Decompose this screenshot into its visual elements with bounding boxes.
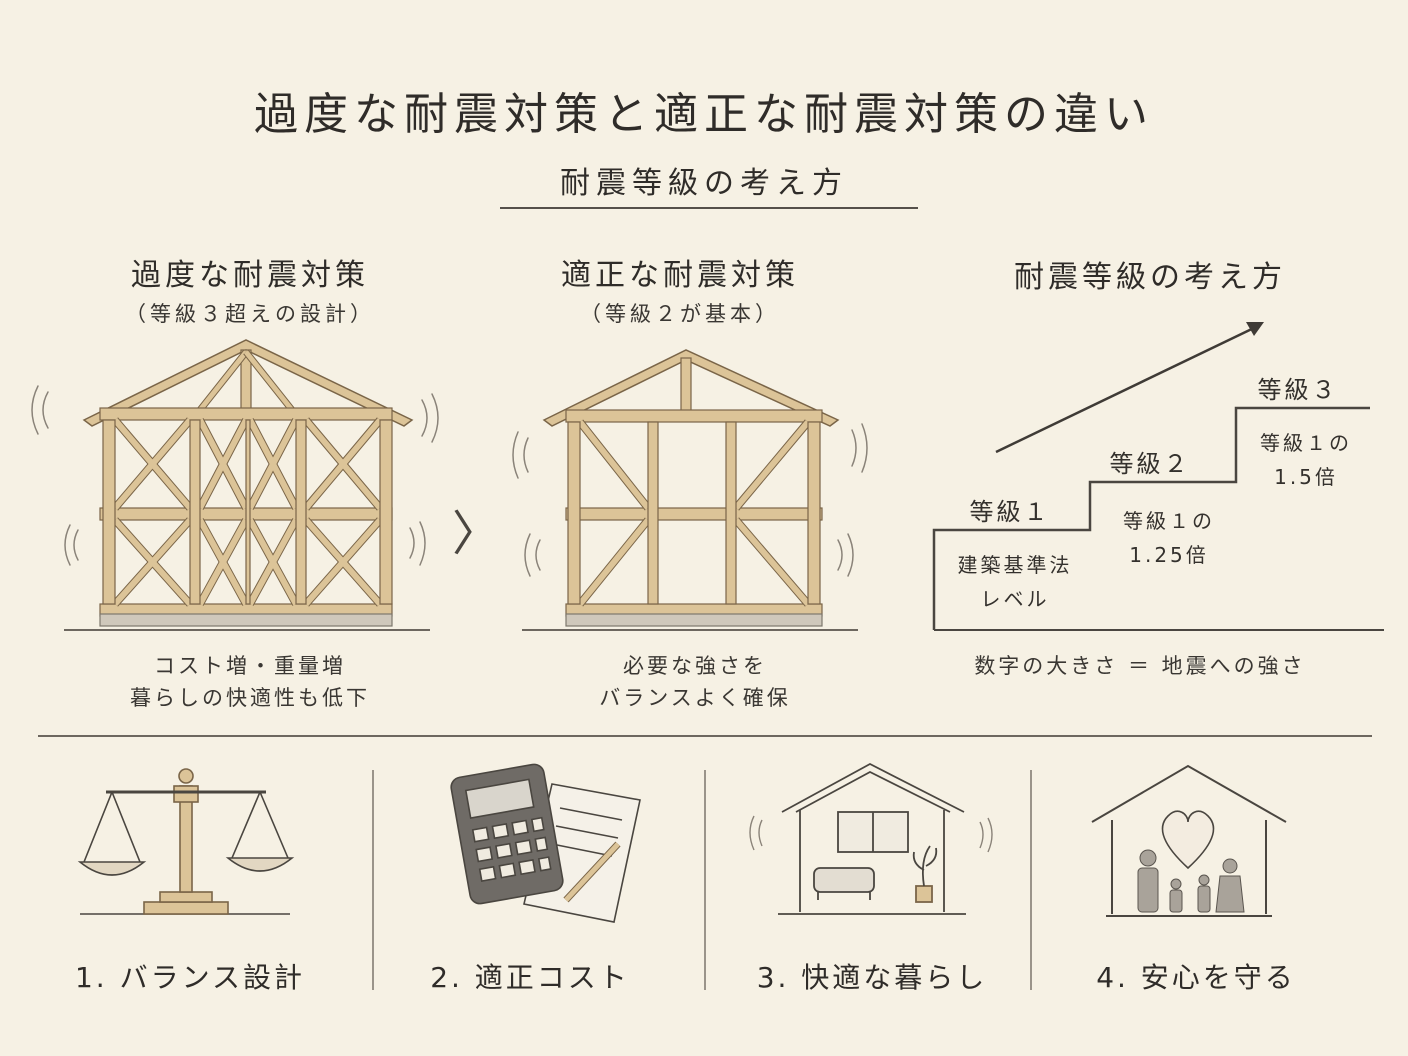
excessive-subheading: （等級３超えの設計） (125, 302, 375, 326)
item-comfortable-living-label: 3. 快適な暮らし (756, 961, 988, 994)
appropriate-caption-line2: バランスよく確保 (599, 686, 791, 710)
item-divider-3 (1030, 770, 1032, 990)
page-subtitle: 耐震等級の考え方 (560, 166, 848, 201)
grade2-line2: 1.25倍 (1129, 543, 1209, 567)
grade1-line1: 建築基準法 (957, 553, 1073, 577)
grade-caption: 数字の大きさ ＝ 地震への強さ (974, 654, 1306, 678)
section-divider (38, 735, 1372, 737)
grade1-label: 等級１ (969, 498, 1051, 526)
item-divider-1 (372, 770, 374, 990)
appropriate-caption-line1: 必要な強さを (623, 654, 767, 678)
grade3-line1: 等級１の (1260, 431, 1352, 455)
grade3-label: 等級３ (1257, 376, 1339, 404)
grade-heading: 耐震等級の考え方 (1014, 260, 1286, 295)
excessive-caption: コスト増・重量増 暮らしの快適性も低下 (60, 650, 440, 714)
excessive-caption-line2: 暮らしの快適性も低下 (130, 686, 370, 710)
grade2-description: 等級１の 1.25倍 (1094, 504, 1244, 572)
item-divider-2 (704, 770, 706, 990)
grade3-line2: 1.5倍 (1274, 465, 1338, 489)
grade1-description: 建築基準法 レベル (940, 548, 1090, 616)
excessive-heading: 過度な耐震対策 (131, 258, 369, 293)
item-peace-of-mind-label: 4. 安心を守る (1096, 961, 1296, 994)
subtitle-underline (500, 207, 918, 209)
comparison-arrow-icon: 〉 (452, 506, 501, 562)
page-title: 過度な耐震対策と適正な耐震対策の違い (254, 89, 1154, 140)
grade1-line2: レベル (980, 587, 1050, 611)
item-balance-design-label: 1. バランス設計 (74, 961, 306, 994)
excessive-caption-line1: コスト増・重量増 (154, 654, 346, 678)
item-appropriate-cost-label: 2. 適正コスト (430, 961, 630, 994)
appropriate-heading: 適正な耐震対策 (561, 258, 799, 293)
appropriate-subheading: （等級２が基本） (580, 302, 780, 326)
appropriate-caption: 必要な強さを バランスよく確保 (500, 650, 890, 714)
grade3-description: 等級１の 1.5倍 (1236, 426, 1376, 494)
grade2-line1: 等級１の (1123, 509, 1215, 533)
grade2-label: 等級２ (1109, 450, 1191, 478)
